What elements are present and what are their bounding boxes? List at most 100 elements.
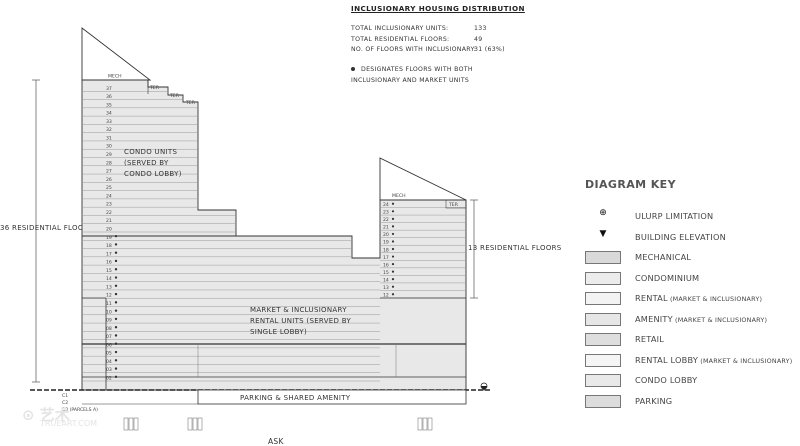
floor-number: 33: [106, 119, 112, 125]
distribution-row-value: 31 (63%): [474, 46, 505, 53]
floor-number: 08: [106, 326, 112, 332]
floor-number: 07: [106, 334, 112, 340]
distribution-row-label: TOTAL INCLUSIONARY UNITS:: [351, 25, 449, 32]
floor-number: 23: [383, 210, 389, 216]
lower-label-c2: C2: [62, 400, 68, 406]
floor-number: 28: [106, 160, 112, 166]
condo-label-2: (SERVED BY: [124, 159, 169, 167]
key-sublabel: (MARKET & INCLUSIONARY): [698, 356, 793, 365]
inclusionary-dot-icon: [391, 270, 395, 273]
inclusionary-dot-icon: [391, 202, 395, 205]
grid-marker: [197, 417, 203, 431]
key-swatch: [585, 251, 621, 264]
inclusionary-dot-icon: [114, 350, 118, 354]
inclusionary-dot-icon: [391, 232, 395, 236]
floor-number: 18: [106, 243, 112, 249]
floor-number: 21: [383, 225, 389, 231]
inclusionary-dot-icon: [114, 292, 118, 296]
floor-number: 20: [383, 232, 389, 238]
inclusionary-dot-icon: [391, 262, 395, 266]
lower-label-c3: C3 (PARCELS A): [62, 407, 98, 413]
inclusionary-dot-icon: [114, 359, 118, 362]
diagram-key: DIAGRAM KEY ⊕ULURP LIMITATION▼BUILDING E…: [585, 178, 800, 408]
ter-label-1: TER: [149, 85, 160, 91]
grid-marker: [123, 417, 129, 431]
key-label: CONDOMINIUM: [635, 272, 700, 283]
floor-number: 21: [106, 218, 112, 224]
key-sublabel: (MARKET & INCLUSIONARY): [672, 315, 768, 324]
grid-markers: [123, 417, 433, 431]
floor-number: 15: [106, 268, 112, 274]
key-label: BUILDING ELEVATION: [635, 231, 726, 242]
floor-number: 02: [106, 376, 112, 382]
key-swatch: [585, 394, 621, 408]
distribution-row: TOTAL INCLUSIONARY UNITS: 133: [351, 25, 561, 36]
key-swatch: [585, 353, 621, 367]
lower-label-c1: C1: [62, 393, 68, 399]
floor-number: 10: [106, 309, 112, 315]
floor-number: 37: [106, 86, 112, 92]
condo-label-1: CONDO UNITS: [124, 148, 177, 156]
grid-marker: [192, 417, 198, 431]
key-item: CONDOMINIUM: [585, 270, 800, 290]
rental-label-2: RENTAL UNITS (SERVED BY: [250, 317, 351, 325]
distribution-row-label: NO. OF FLOORS WITH INCLUSIONARY:: [351, 46, 477, 53]
ter-label-right: TER: [448, 202, 459, 208]
mech-label-right: MECH: [392, 193, 406, 199]
distribution-row: NO. OF FLOORS WITH INCLUSIONARY: 31 (63%…: [351, 46, 561, 57]
inclusionary-dot-icon: [114, 367, 118, 370]
distribution-row-value: 133: [474, 25, 487, 32]
floor-number: 32: [106, 127, 112, 133]
floor-number: 13: [383, 285, 389, 291]
inclusionary-dot-icon: [391, 217, 395, 220]
floor-number: 09: [106, 318, 112, 324]
floor-number: 35: [106, 102, 112, 108]
floor-number: 05: [106, 351, 112, 357]
key-label: PARKING: [635, 395, 673, 406]
inclusionary-dot-icon: [114, 243, 118, 246]
inclusionary-dot-icon: [114, 317, 118, 321]
floor-number: 14: [106, 276, 112, 282]
inclusionary-dot-icon: [391, 247, 395, 251]
distribution-note-text: DESIGNATES FLOORS WITH BOTH INCLUSIONARY…: [351, 66, 473, 84]
inclusionary-dot-icon: [114, 251, 118, 254]
floor-number: 12: [106, 293, 112, 299]
parking-label: PARKING & SHARED AMENITY: [240, 394, 351, 402]
key-swatch: [585, 374, 621, 387]
key-item: ⊕ULURP LIMITATION: [585, 208, 800, 228]
inclusionary-dot-icon: [114, 301, 118, 304]
ulurp-limitation-icon: ⊕: [599, 208, 607, 218]
key-item: PARKING: [585, 393, 800, 413]
right-dimension-label: 13 RESIDENTIAL FLOORS: [468, 244, 562, 252]
inclusionary-dot-icon: [391, 285, 395, 288]
distribution-row: TOTAL RESIDENTIAL FLOORS: 49: [351, 36, 561, 47]
inclusionary-dot-icon: [114, 284, 118, 288]
distribution-row-label: TOTAL RESIDENTIAL FLOORS:: [351, 35, 450, 43]
grid-marker: [187, 417, 193, 431]
floor-number: 12: [383, 293, 389, 299]
floor-number: 11: [106, 301, 112, 307]
floor-number: 24: [106, 193, 112, 199]
floor-number: 22: [383, 217, 389, 223]
inclusionary-dot-icon: [391, 293, 395, 296]
floor-number: 34: [106, 111, 112, 117]
sheet-label: ASK: [268, 437, 284, 446]
floor-number: 19: [383, 240, 389, 246]
floor-number: 23: [106, 202, 112, 208]
watermark-text: TRUEART.COM: [40, 419, 98, 428]
inclusionary-dot-icon: [114, 268, 118, 271]
key-label: AMENITY (MARKET & INCLUSIONARY): [635, 313, 768, 324]
inclusionary-dot-icon: [114, 259, 118, 263]
floor-number: 13: [106, 284, 112, 290]
rental-label-3: SINGLE LOBBY): [250, 328, 307, 336]
inclusionary-dot-icon: [391, 210, 395, 213]
building-outline: [81, 27, 152, 81]
key-item: RENTAL (MARKET & INCLUSIONARY): [585, 290, 800, 310]
key-swatch: [585, 292, 621, 305]
floor-number: 17: [383, 255, 389, 261]
key-item: MECHANICAL: [585, 249, 800, 269]
grid-marker: [417, 417, 423, 431]
rental-label-1: MARKET & INCLUSIONARY: [250, 306, 347, 314]
inclusionary-dot-icon: [114, 325, 118, 329]
